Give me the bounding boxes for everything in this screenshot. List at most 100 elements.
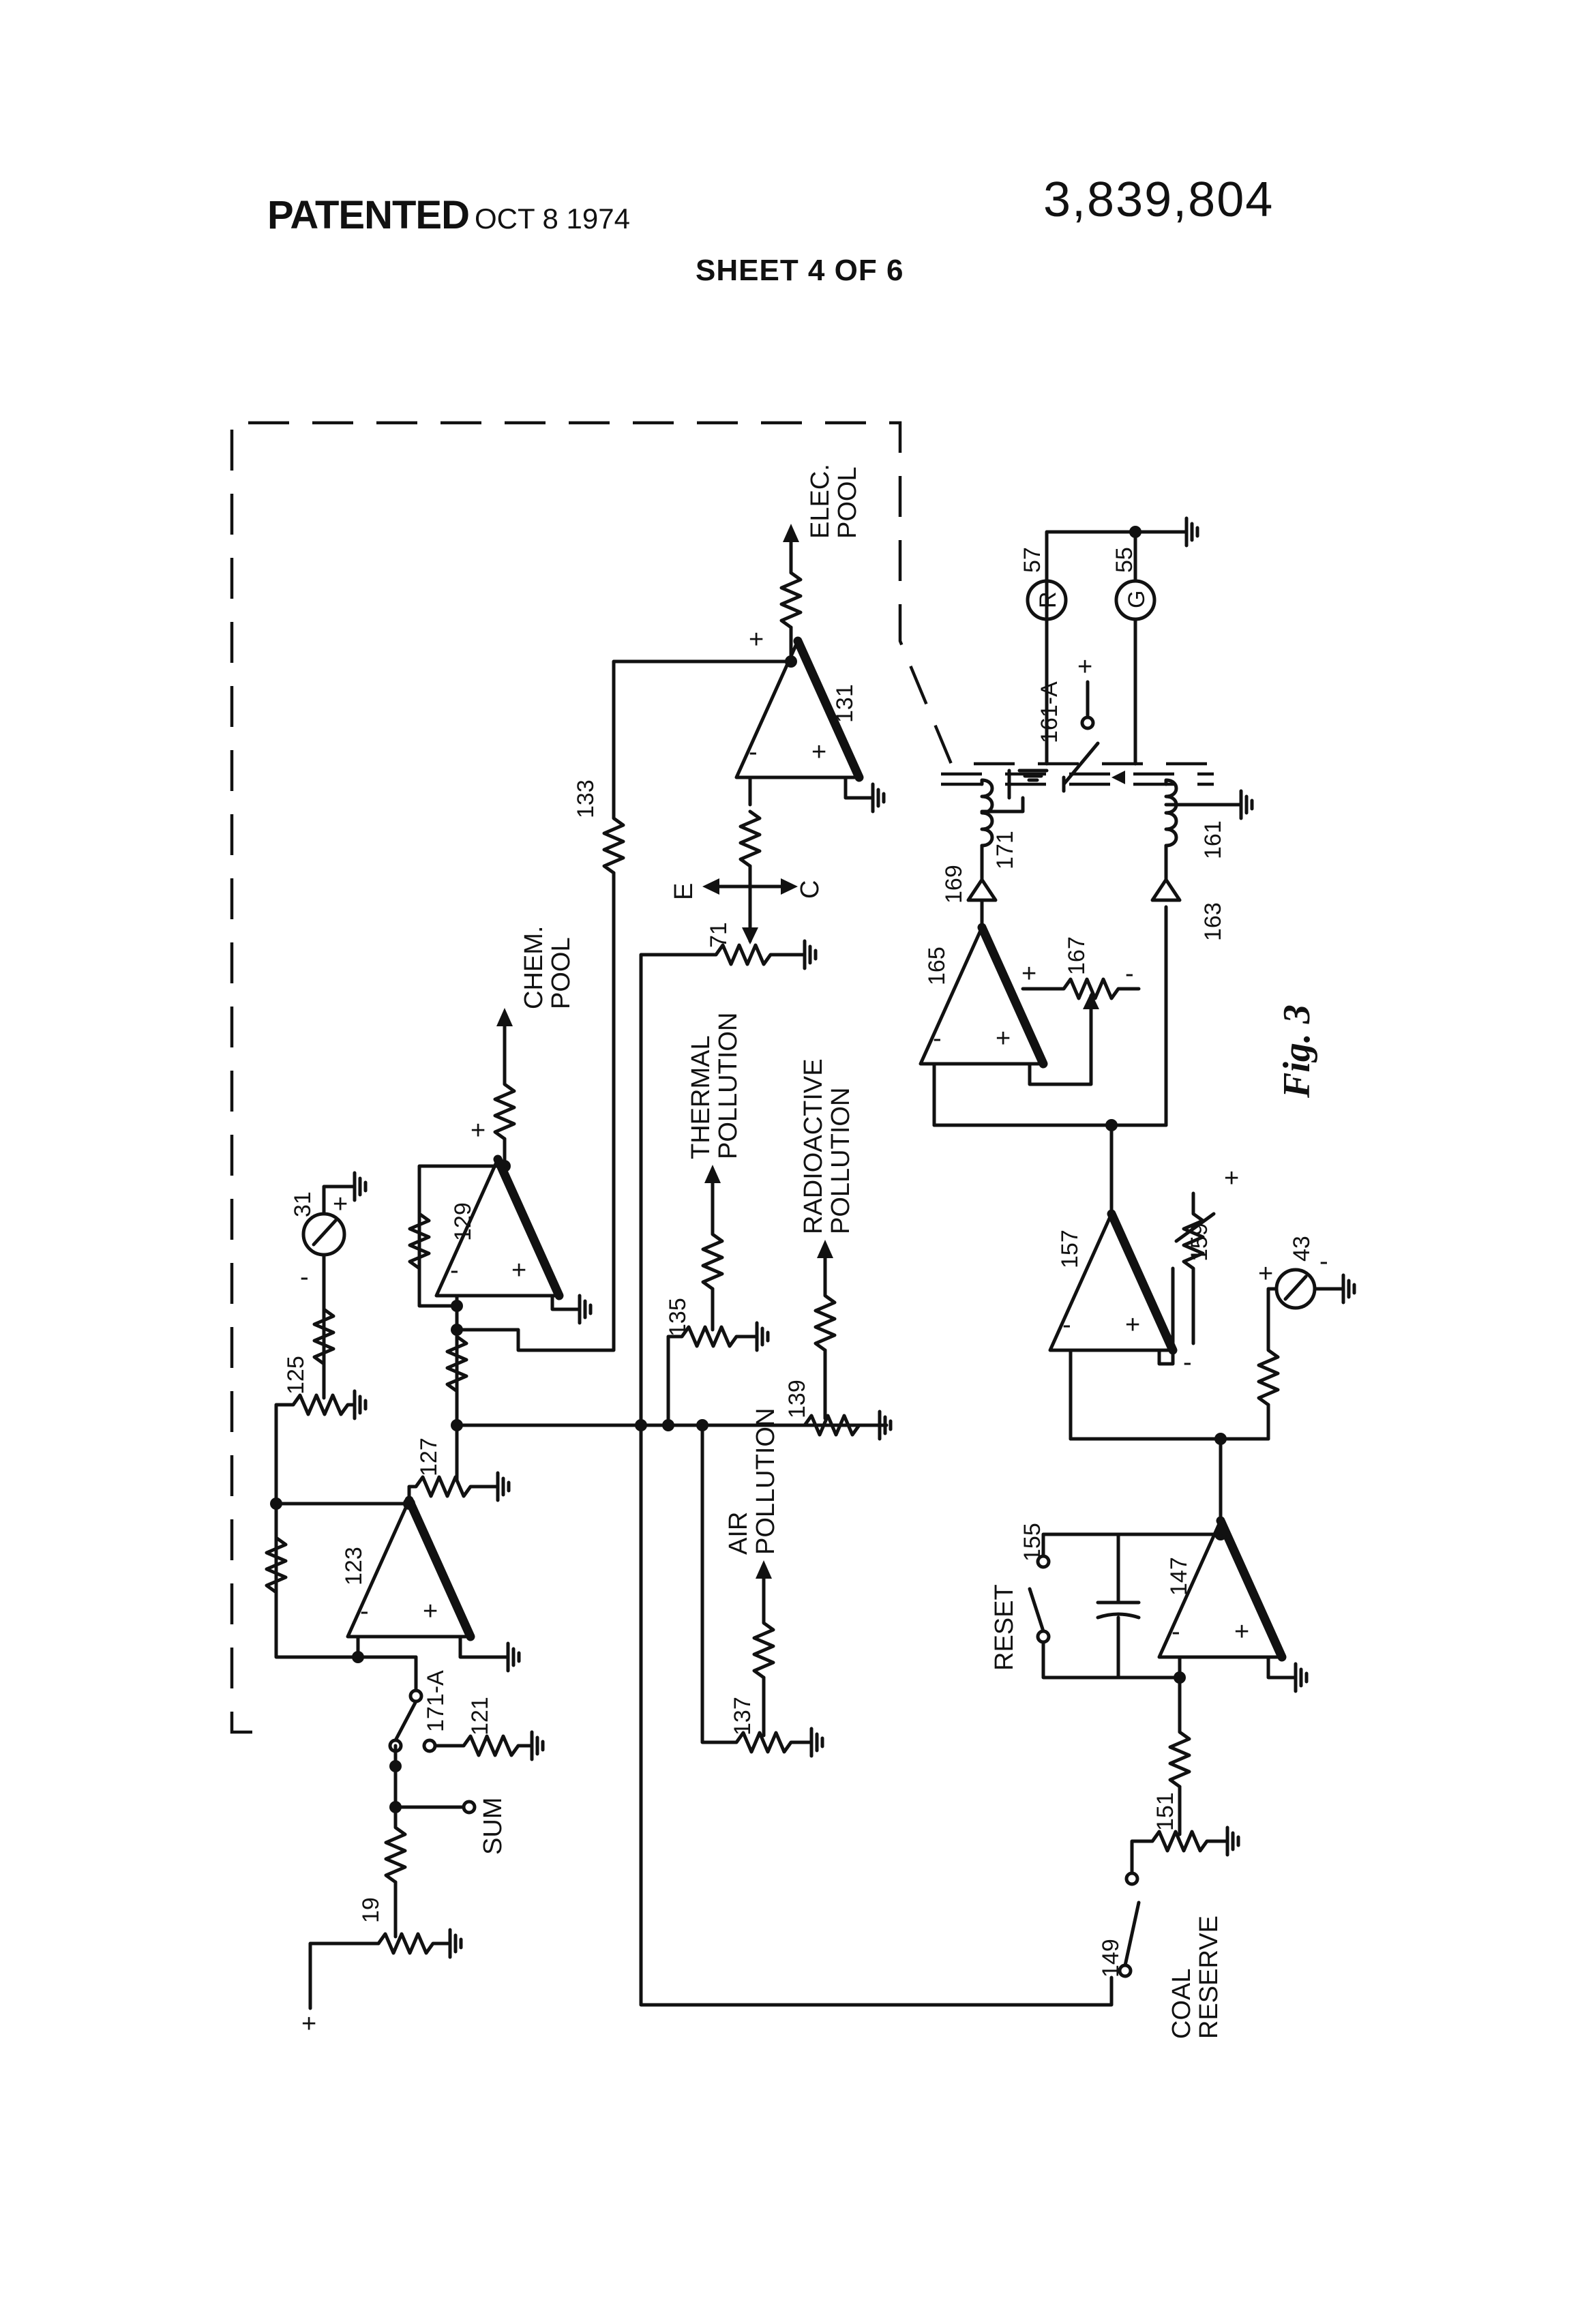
svg-text:169: 169 [941, 865, 967, 904]
pot-127 [409, 1477, 498, 1504]
svg-text:-: - [933, 1024, 942, 1053]
svg-text:CHEM.: CHEM. [520, 926, 548, 1009]
svg-text:+: + [423, 1597, 438, 1626]
svg-text:THERMAL: THERMAL [687, 1035, 715, 1159]
svg-text:31: 31 [290, 1191, 316, 1217]
resistor-121 [436, 1736, 532, 1755]
pot-167 [1023, 979, 1139, 998]
svg-text:-: - [1319, 1247, 1328, 1276]
svg-text:-: - [360, 1597, 369, 1626]
svg-text:159: 159 [1186, 1223, 1212, 1262]
svg-text:121: 121 [467, 1697, 493, 1735]
diode-163 [1152, 880, 1180, 900]
svg-text:131: 131 [832, 684, 858, 723]
resistor-19 [378, 1934, 436, 1953]
capacitor [1098, 1534, 1139, 1678]
label-coal-reserve: COAL RESERVE [1167, 1916, 1223, 2039]
thermal-arrow [704, 1165, 721, 1183]
switch-171a [395, 1701, 416, 1740]
svg-text:-: - [300, 1263, 309, 1292]
sum-terminal [464, 1802, 475, 1813]
svg-text:+: + [811, 738, 826, 766]
label-chem-pool: CHEM. POOL [520, 926, 576, 1009]
svg-text:POLLUTION: POLLUTION [714, 1013, 743, 1159]
svg-text:POLLUTION: POLLUTION [751, 1408, 780, 1555]
svg-text:133: 133 [573, 779, 599, 818]
coil-161 [1166, 780, 1176, 846]
label-c: C [796, 880, 824, 899]
svg-text:-: - [1183, 1348, 1192, 1377]
label-air-pollution: AIR POLLUTION [724, 1408, 780, 1555]
svg-text:ELEC.: ELEC. [806, 464, 835, 539]
svg-text:19: 19 [358, 1897, 384, 1923]
ground-19 [450, 1930, 461, 1957]
svg-text:43: 43 [1289, 1236, 1315, 1262]
svg-text:POOL: POOL [833, 466, 862, 539]
svg-text:RESERVE: RESERVE [1195, 1916, 1223, 2039]
svg-text:AIR: AIR [724, 1512, 753, 1555]
label-sum: SUM [479, 1798, 507, 1855]
svg-text:-: - [1171, 1618, 1180, 1646]
svg-text:+: + [471, 1116, 486, 1145]
svg-text:167: 167 [1064, 936, 1090, 975]
svg-text:163: 163 [1200, 902, 1226, 941]
pot-135 [668, 1327, 743, 1425]
svg-text:137: 137 [730, 1697, 756, 1735]
diode-169 [968, 880, 996, 907]
resistor-133 [604, 784, 623, 873]
label-elec-pool: ELEC. POOL [806, 464, 862, 539]
svg-text:+: + [749, 625, 764, 654]
label-147: 147 [1166, 1557, 1192, 1596]
svg-text:+: + [1224, 1164, 1239, 1193]
svg-text:125: 125 [283, 1356, 309, 1395]
svg-text:RESET: RESET [990, 1584, 1019, 1671]
svg-text:+: + [1021, 959, 1036, 988]
svg-text:155: 155 [1019, 1523, 1045, 1562]
svg-text:POLLUTION: POLLUTION [826, 1088, 855, 1234]
svg-text:127: 127 [416, 1437, 442, 1476]
reference-numerals: 19 31 43 55 57 71 121 123 125 127 129 13… [283, 547, 1315, 1978]
pot-151 [1132, 1832, 1214, 1873]
svg-text:+: + [1258, 1260, 1273, 1288]
svg-text:171: 171 [992, 831, 1018, 869]
pot-125 [276, 1395, 355, 1504]
svg-text:+: + [1077, 653, 1092, 681]
svg-text:-: - [749, 738, 758, 766]
label-reset: RESET [990, 1584, 1019, 1671]
label-g: G [1124, 591, 1150, 608]
radioactive-arrow [817, 1240, 833, 1258]
label-e: E [670, 883, 698, 900]
svg-text:+: + [333, 1190, 348, 1219]
pot-159 [1184, 1193, 1203, 1343]
svg-text:139: 139 [784, 1380, 810, 1418]
label-r: R [1035, 591, 1061, 608]
svg-text:55: 55 [1111, 547, 1137, 573]
svg-text:COAL: COAL [1167, 1969, 1196, 2039]
svg-text:71: 71 [706, 922, 732, 948]
svg-text:165: 165 [924, 947, 950, 985]
svg-text:135: 135 [665, 1298, 691, 1337]
svg-text:-: - [1062, 1311, 1071, 1339]
svg-text:161-A: 161-A [1036, 681, 1062, 743]
air-arrow [756, 1560, 772, 1579]
svg-text:161: 161 [1200, 820, 1226, 859]
svg-text:151: 151 [1152, 1792, 1178, 1831]
svg-text:POOL: POOL [547, 937, 576, 1009]
svg-text:+: + [1234, 1618, 1249, 1646]
figure-caption: Fig. 3 [1276, 1004, 1318, 1099]
svg-text:123: 123 [341, 1547, 367, 1585]
label-radioactive-pollution: RADIOACTIVE POLLUTION [799, 1058, 855, 1234]
reset-switch-155 [1030, 1589, 1043, 1631]
svg-text:RADIOACTIVE: RADIOACTIVE [799, 1058, 828, 1234]
resistor-series-19 [386, 1807, 405, 1882]
svg-text:-: - [450, 1256, 459, 1285]
svg-text:149: 149 [1098, 1939, 1124, 1978]
svg-text:57: 57 [1019, 547, 1045, 573]
svg-text:+: + [511, 1256, 526, 1285]
svg-text:Fig. 3: Fig. 3 [1276, 1004, 1318, 1099]
svg-text:157: 157 [1057, 1230, 1083, 1268]
svg-text:+: + [996, 1024, 1011, 1053]
label-thermal-pollution: THERMAL POLLUTION [687, 1013, 743, 1159]
svg-text:+: + [301, 2010, 316, 2038]
